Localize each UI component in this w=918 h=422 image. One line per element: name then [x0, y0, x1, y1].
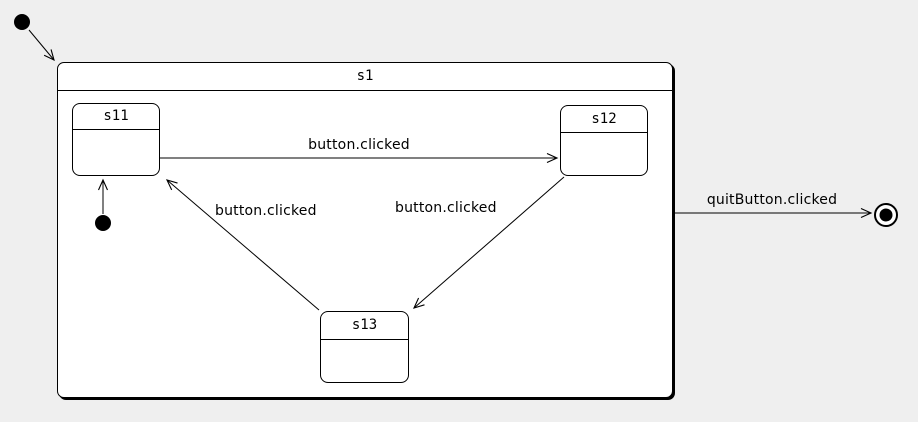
state-s11[interactable]: s11	[72, 103, 160, 176]
state-s11-title: s11	[73, 104, 159, 130]
initial-state-marker-outer[interactable]	[14, 14, 30, 30]
transition-label-s13-s11: button.clicked	[215, 203, 317, 219]
initial-transition-outer-arrow	[28, 29, 55, 62]
final-state-marker[interactable]	[874, 203, 898, 227]
state-s13-title: s13	[321, 312, 408, 340]
state-s12[interactable]: s12	[560, 105, 648, 176]
transition-label-s11-s12: button.clicked	[308, 137, 410, 153]
state-s13[interactable]: s13	[320, 311, 409, 383]
transition-label-s12-s13: button.clicked	[395, 200, 497, 216]
transition-label-s1-final: quitButton.clicked	[706, 192, 838, 208]
state-s1-title: s1	[58, 63, 672, 91]
state-s12-title: s12	[561, 106, 647, 133]
